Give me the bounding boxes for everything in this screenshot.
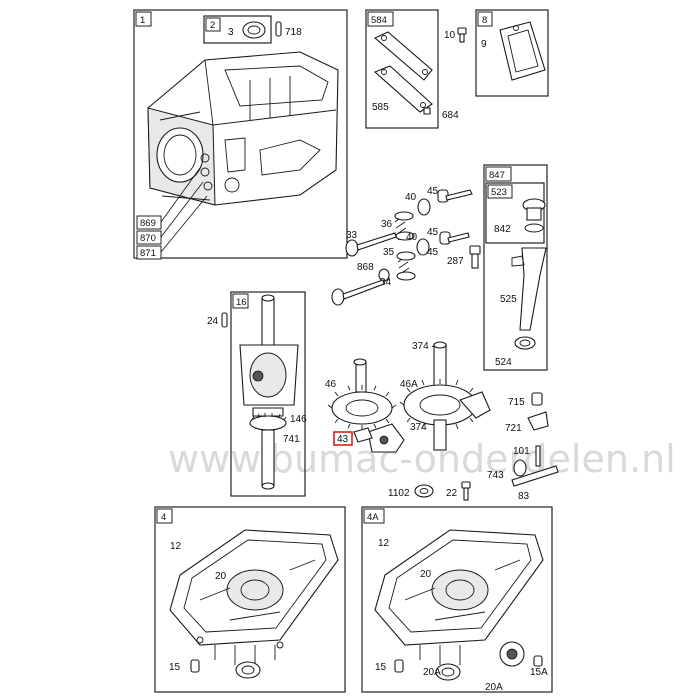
label-40-top: 40: [405, 192, 417, 203]
key-24: [221, 312, 228, 328]
oil-seal-20: [235, 661, 261, 679]
gasket-plate: [373, 31, 433, 81]
panel-sump-alt: 4A 12 20 15 20A 20A 15A: [361, 506, 553, 693]
label-101: 101: [513, 446, 530, 457]
label-12-a: 12: [170, 541, 182, 552]
label-870: 870: [140, 233, 156, 244]
panel-crankcase: 1 2 3 718 869 870: [133, 9, 348, 260]
label-45-top: 45: [427, 186, 439, 197]
intake-valve: [345, 232, 397, 257]
label-374-top: 374: [412, 341, 429, 352]
label-868: 868: [357, 262, 374, 273]
label-743: 743: [487, 470, 504, 481]
label-684: 684: [442, 110, 459, 121]
crankcase-block: [147, 51, 339, 206]
label-525: 525: [500, 294, 517, 305]
valve-retainer: [417, 198, 431, 216]
label-718: 718: [285, 27, 302, 38]
label-46: 46: [325, 379, 337, 390]
label-842: 842: [494, 224, 511, 235]
highlight-label-43: [333, 431, 353, 446]
panel-label-523: 523: [491, 187, 507, 198]
sump-cover: [169, 529, 339, 665]
camshaft-assembly: 374 46A 46 43 374: [325, 341, 491, 453]
label-15a: 15A: [530, 667, 548, 678]
dowel-pin-718: [275, 21, 282, 37]
label-20-a: 20: [215, 571, 227, 582]
label-20-b: 20: [420, 569, 432, 580]
panel-label-8: 8: [482, 15, 487, 26]
panel-dipstick: 847 523 842 525 524: [483, 164, 548, 371]
drain-plug-15: [190, 659, 200, 673]
breather-fitting-287: [469, 245, 481, 269]
label-15: 15: [169, 662, 181, 673]
panel-breather-cover: 8 9: [475, 9, 549, 97]
governor-paddle-43: [353, 427, 373, 443]
label-43: 43: [337, 434, 349, 445]
governor-assembly: [367, 391, 491, 453]
cover-plate: [499, 21, 546, 81]
label-34: 34: [380, 277, 392, 288]
label-10: 10: [444, 30, 456, 41]
camshaft-46: [327, 358, 397, 430]
label-35: 35: [383, 247, 395, 258]
label-22: 22: [446, 488, 458, 499]
timing-gear: [249, 413, 287, 431]
camshaft-46a: [399, 341, 481, 451]
label-33: 33: [346, 230, 358, 241]
dipstick-tube: [519, 247, 547, 331]
label-146: 146: [290, 414, 307, 425]
label-374-bottom: 374: [410, 422, 427, 433]
label-40-mid: 40: [406, 232, 418, 243]
label-585: 585: [372, 102, 389, 113]
label-15-b: 15: [375, 662, 387, 673]
label-20a: 20A: [485, 682, 503, 693]
label-741: 741: [283, 434, 300, 445]
label-3: 3: [228, 27, 234, 38]
label-715: 715: [508, 397, 525, 408]
label-83: 83: [518, 491, 530, 502]
valve-spring-35: [396, 251, 416, 281]
panel-breather-gasket: 584 585 684: [365, 9, 459, 129]
label-1102: 1102: [388, 488, 410, 499]
valve-train: 40 45 36 33 40 45 868 35 45 287: [331, 186, 481, 306]
tube-seal: [514, 336, 536, 350]
label-45-mid: 45: [427, 227, 439, 238]
label-46a: 46A: [400, 379, 418, 390]
label-45-low: 45: [427, 247, 439, 258]
governor-linkage: 715 721 101 743 83: [487, 392, 559, 502]
panel-label-1: 1: [140, 15, 145, 26]
label-721: 721: [505, 423, 522, 434]
seal-1102: [414, 484, 434, 498]
label-9: 9: [481, 39, 487, 50]
panel-label-4a: 4A: [367, 512, 379, 523]
label-524: 524: [495, 357, 512, 368]
label-871: 871: [140, 248, 156, 259]
label-869: 869: [140, 218, 156, 229]
panel-sump: 4 12 20 15: [154, 506, 346, 693]
breather-cover: [373, 65, 433, 113]
label-287: 287: [447, 256, 464, 267]
label-12-b: 12: [378, 538, 390, 549]
panel-label-2: 2: [210, 20, 215, 31]
screw-10: [457, 27, 467, 43]
label-36: 36: [381, 219, 393, 230]
label-20-c: 20A: [423, 667, 441, 678]
panel-label-847: 847: [489, 170, 505, 181]
watermark: www.bumac-onderdelen.nl: [168, 437, 676, 481]
panel-label-16: 16: [236, 297, 247, 308]
panel-label-584: 584: [371, 15, 387, 26]
crankshaft: [239, 294, 299, 490]
exhaust-valve: [331, 279, 385, 306]
label-24: 24: [207, 316, 219, 327]
panel-label-4: 4: [161, 512, 166, 523]
bolt-22: [461, 481, 471, 501]
oil-seal: [242, 21, 266, 39]
sump-cover-alt: [374, 529, 544, 667]
panel-crankshaft: 16 24 146 741: [207, 291, 307, 497]
governor-shaft-83: [511, 459, 559, 487]
